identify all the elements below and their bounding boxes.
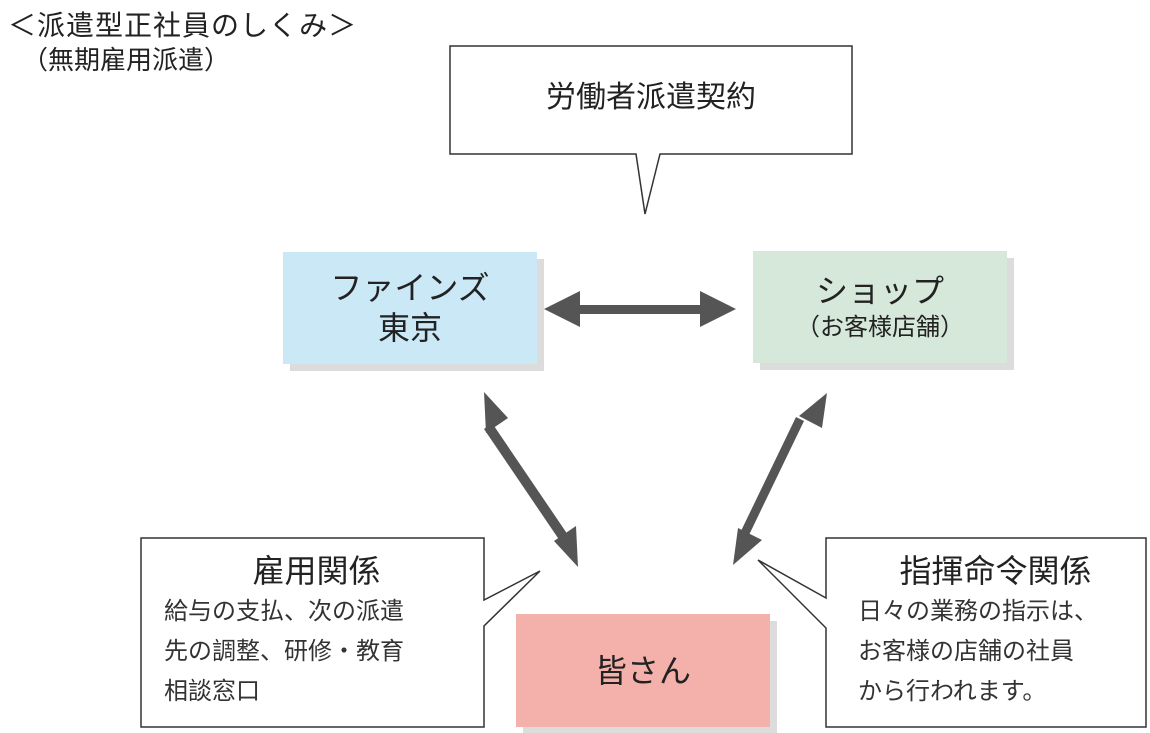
employment-callout-line: 相談窓口 (164, 677, 260, 705)
node-shop-sub: （お客様店舗） (796, 313, 964, 341)
node-fines-tokyo: ファインズ 東京 (283, 252, 537, 364)
employment-callout: 雇用関係 給与の支払、次の派遣 先の調整、研修・教育 相談窓口 (164, 551, 469, 711)
page-title: ＜派遣型正社員のしくみ＞ (8, 9, 358, 42)
command-callout-title: 指揮命令関係 (899, 552, 1092, 590)
node-you-label: 皆さん (594, 651, 691, 690)
command-callout-line: お客様の店舗の社員 (858, 637, 1074, 665)
node-you: 皆さん (516, 614, 770, 727)
arrow-fines-shop (544, 291, 736, 327)
contract-callout-label: 労働者派遣契約 (546, 80, 756, 115)
contract-callout-frame (449, 45, 853, 215)
page-subtitle: （無期雇用派遣） (22, 46, 231, 76)
command-callout-line: から行われます。 (858, 677, 1047, 705)
arrow-fines-you (484, 392, 578, 567)
command-callout-frame (757, 537, 1147, 728)
node-fines-line2: 東京 (377, 309, 442, 347)
employment-callout-line: 給与の支払、次の派遣 (164, 597, 404, 625)
node-shop-line1: ショップ (815, 272, 944, 310)
arrow-shop-you (733, 393, 827, 565)
employment-callout-frame (140, 537, 541, 728)
employment-callout-title: 雇用関係 (252, 552, 381, 590)
command-callout-line: 日々の業務の指示は、 (858, 597, 1098, 625)
node-fines-line1: ファインズ (330, 269, 490, 307)
command-callout: 指揮命令関係 日々の業務の指示は、 お客様の店舗の社員 から行われます。 (858, 551, 1133, 711)
employment-callout-line: 先の調整、研修・教育 (164, 637, 404, 665)
node-shop: ショップ （お客様店舗） (753, 251, 1007, 363)
